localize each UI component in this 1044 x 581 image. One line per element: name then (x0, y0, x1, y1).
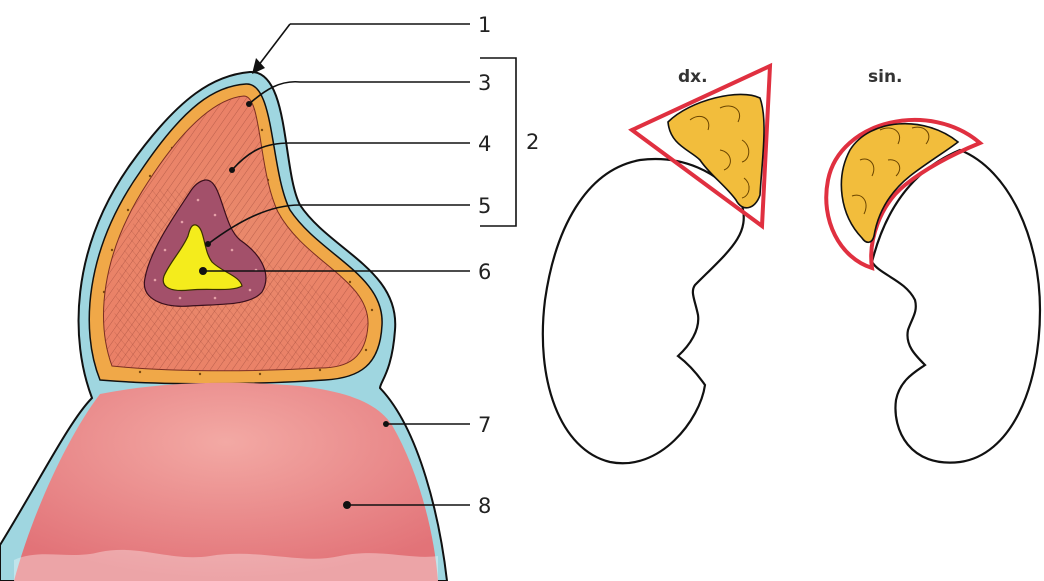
label-8: 8 (478, 494, 491, 518)
label-4: 4 (478, 132, 491, 156)
kidney-tissue (14, 383, 438, 581)
label-dx: dx. (678, 67, 708, 87)
left-kidney (872, 150, 1040, 463)
label-sin: sin. (868, 67, 903, 87)
label-5: 5 (478, 194, 491, 218)
label-2: 2 (526, 130, 539, 154)
label-7: 7 (478, 413, 491, 437)
label-3: 3 (478, 71, 491, 95)
right-kidney (543, 159, 744, 463)
label-1: 1 (478, 13, 491, 37)
label-6: 6 (478, 260, 491, 284)
